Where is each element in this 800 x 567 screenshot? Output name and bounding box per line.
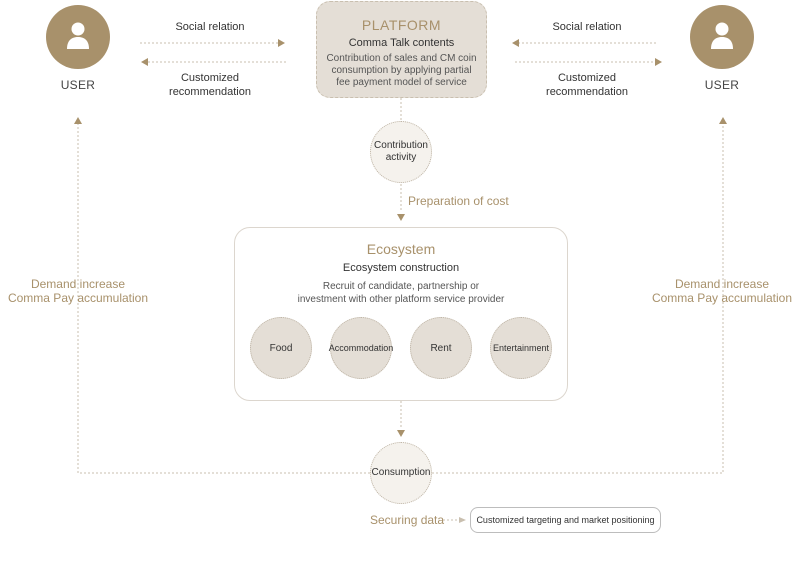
arrow-down-to-consumption xyxy=(397,430,405,437)
consumption-node: Consumption xyxy=(370,442,432,504)
arrow-right-left-top xyxy=(278,39,285,47)
recommendation-label-left: Customized recommendation xyxy=(150,71,270,99)
user-icon xyxy=(67,22,89,49)
platform-desc-line3: fee payment model of service xyxy=(336,77,467,88)
contribution-line1: Contribution xyxy=(374,140,428,151)
consumption-to-right-user-line xyxy=(432,124,724,474)
securing-data-label: Securing data xyxy=(370,513,445,527)
arrow-left-left-bottom xyxy=(141,58,148,66)
recommendation-label-left-line1: Customized xyxy=(180,72,240,84)
demand-left-line2: Comma Pay accumulation xyxy=(7,291,149,305)
demand-label-left: Demand increase Comma Pay accumulation xyxy=(4,277,152,305)
recommendation-label-left-line2: recommendation xyxy=(169,86,251,98)
ecosystem-item-entertainment: Entertainment xyxy=(490,317,552,379)
user-avatar-right xyxy=(690,5,754,69)
arrow-up-right-user xyxy=(719,117,727,124)
user-label-right: USER xyxy=(704,78,740,92)
user-label-left: USER xyxy=(60,78,96,92)
platform-desc-line2: consumption by applying partial xyxy=(331,65,472,76)
ecosystem-item-food: Food xyxy=(250,317,312,379)
platform-desc-line1: Contribution of sales and CM coin xyxy=(326,53,477,64)
recommendation-label-right-line2: recommendation xyxy=(546,86,628,98)
platform-subtitle: Comma Talk contents xyxy=(348,37,455,49)
demand-right-line1: Demand increase xyxy=(674,277,770,291)
platform-box: PLATFORM Comma Talk contents Contributio… xyxy=(316,1,487,98)
contribution-activity-node: Contribution activity xyxy=(370,121,432,183)
targeting-box: Customized targeting and market position… xyxy=(470,507,661,533)
demand-label-right: Demand increase Comma Pay accumulation xyxy=(648,277,796,305)
ecosystem-title: Ecosystem xyxy=(366,241,436,257)
targeting-label: Customized targeting and market position… xyxy=(476,515,655,525)
consumption-to-left-user-line xyxy=(77,124,370,474)
ecosystem-item-accommodation: Accommodation xyxy=(328,317,394,379)
ecosystem-item-label: Entertainment xyxy=(492,343,550,353)
user-avatar-left xyxy=(46,5,110,69)
ecosystem-subtitle: Ecosystem construction xyxy=(342,262,460,274)
recommendation-label-right-line1: Customized xyxy=(557,72,617,84)
recommendation-label-right: Customized recommendation xyxy=(527,71,647,99)
platform-description: Contribution of sales and CM coin consum… xyxy=(325,53,478,89)
social-relation-label-left: Social relation xyxy=(175,21,245,33)
user-icon xyxy=(711,22,733,49)
ecosystem-item-label: Rent xyxy=(430,342,452,354)
ecosystem-desc-line1: Recruit of candidate, partnership or xyxy=(322,281,480,292)
ecosystem-item-label: Food xyxy=(269,342,293,354)
platform-title: PLATFORM xyxy=(361,17,442,33)
ecosystem-desc-line2: investment with other platform service p… xyxy=(297,294,505,305)
arrow-left-right-top xyxy=(512,39,519,47)
demand-right-line2: Comma Pay accumulation xyxy=(651,291,793,305)
contribution-line2: activity xyxy=(385,152,417,163)
ecosystem-description: Recruit of candidate, partnership or inv… xyxy=(235,280,567,306)
arrow-securing-data xyxy=(459,517,466,523)
preparation-of-cost-label: Preparation of cost xyxy=(408,194,509,208)
demand-left-line1: Demand increase xyxy=(30,277,126,291)
social-relation-label-right: Social relation xyxy=(552,21,622,33)
ecosystem-item-rent: Rent xyxy=(410,317,472,379)
ecosystem-item-label: Accommodation xyxy=(328,343,394,353)
arrow-up-left-user xyxy=(74,117,82,124)
arrow-down-to-ecosystem xyxy=(397,214,405,221)
arrow-right-right-bottom xyxy=(655,58,662,66)
consumption-label: Consumption xyxy=(371,467,431,478)
